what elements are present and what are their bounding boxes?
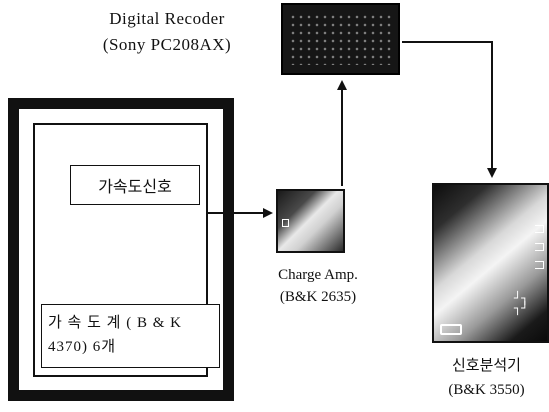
- analyzer-label-name: 신호분석기: [451, 358, 521, 374]
- charge-amplifier-device: [276, 189, 345, 253]
- analyzer-keypad-icon: ┘┐ ┐┘: [514, 291, 529, 315]
- signal-analyzer-device: ┘┐ ┐┘: [432, 183, 549, 343]
- charge-amp-label-name: Charge Amp.: [278, 267, 358, 283]
- amp-connector-icon: [282, 219, 289, 227]
- analyzer-button-icon: [535, 261, 544, 269]
- recorder-label-model: (Sony PC208AX): [102, 35, 232, 54]
- analyzer-button-icon: [535, 243, 544, 251]
- accelerometer-box: 가 속 도 계 ( B & K 4370) 6개: [41, 304, 220, 368]
- test-enclosure-outer: [8, 98, 234, 401]
- recorder-keypad-icon: [289, 13, 392, 65]
- acceleration-signal-box: 가속도신호: [70, 165, 200, 205]
- analyzer-label: 신호분석기 (B&K 3550): [424, 354, 549, 402]
- analyzer-label-model: (B&K 3550): [448, 382, 525, 398]
- charge-amp-label: Charge Amp. (B&K 2635): [248, 264, 388, 308]
- recorder-label-name: Digital Recoder: [109, 9, 225, 28]
- charge-amp-label-model: (B&K 2635): [279, 289, 357, 305]
- accelerometer-label-line1: 가 속 도 계 ( B & K: [48, 315, 182, 331]
- recorder-to-analyzer-arrow: [402, 41, 497, 178]
- digital-recorder-device: [281, 3, 400, 75]
- analyzer-display-icon: [440, 324, 462, 335]
- recorder-label: Digital Recoder (Sony PC208AX): [62, 6, 272, 58]
- analyzer-button-icon: [535, 225, 544, 233]
- acceleration-signal-label: 가속도신호: [98, 179, 172, 196]
- accelerometer-label-line2: 4370) 6개: [48, 339, 117, 355]
